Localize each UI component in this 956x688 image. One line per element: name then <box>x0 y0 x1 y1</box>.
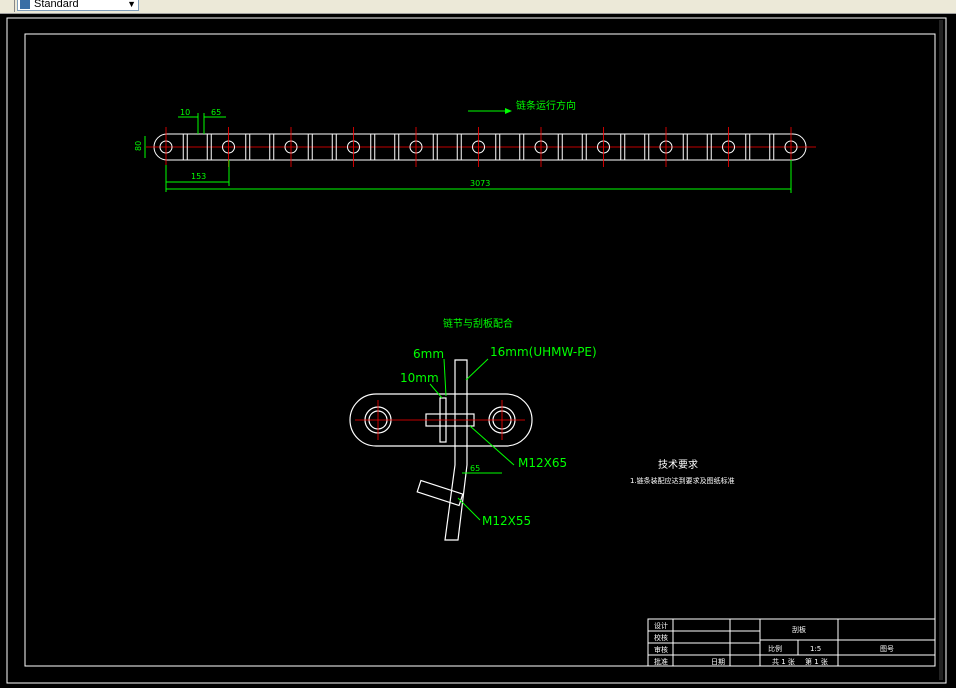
direction-arrow-head <box>505 108 512 114</box>
leader-16mm <box>465 358 489 381</box>
label-m12x65: M12X65 <box>518 456 567 470</box>
tb-code: 图号 <box>880 645 894 653</box>
assembly-title: 链节与刮板配合 <box>443 317 513 330</box>
tb-row-design: 设计 <box>654 621 668 630</box>
dim-153: 153 <box>191 172 206 181</box>
vertical-scrollbar[interactable] <box>939 20 943 680</box>
tb-date: 日期 <box>711 658 725 666</box>
text-style-icon <box>20 0 30 9</box>
label-m12x55: M12X55 <box>482 514 531 528</box>
tb-row-check: 校核 <box>654 633 668 642</box>
chevron-down-icon[interactable]: ▼ <box>127 0 136 9</box>
chain-link-outline <box>349 393 533 447</box>
outer-frame <box>6 17 947 684</box>
dim-3073: 3073 <box>470 179 490 188</box>
toolbar: Standard ▼ <box>0 0 956 14</box>
dim-65: 65 <box>211 108 221 117</box>
drawing-canvas[interactable]: 链条运行方向 10 65 80 153 3073 链节与刮板配合 <box>0 14 956 688</box>
tb-sheet-no: 第 1 张 <box>805 657 828 666</box>
assembly-view <box>349 359 533 541</box>
tb-scale-value: 1:5 <box>810 645 821 653</box>
tb-sheets-total: 共 1 张 <box>772 657 795 666</box>
label-6mm: 6mm <box>413 347 444 361</box>
toolbar-button[interactable] <box>0 0 15 12</box>
tb-scale-label: 比例 <box>768 644 782 653</box>
tb-row-approve: 批准 <box>654 657 668 666</box>
leader-10mm <box>429 383 443 399</box>
text-style-combo[interactable]: Standard ▼ <box>17 0 139 11</box>
label-65-assy: 65 <box>470 464 480 473</box>
label-10mm: 10mm <box>400 371 439 385</box>
label-16mm: 16mm(UHMW-PE) <box>490 345 597 359</box>
scraper-plate <box>444 359 468 541</box>
tech-title: 技术要求 <box>658 458 698 471</box>
inner-frame <box>24 33 936 667</box>
title-block <box>647 618 936 667</box>
dim-80: 80 <box>134 141 143 151</box>
dim-10: 10 <box>180 108 190 117</box>
top-dimensions <box>144 113 792 193</box>
cad-drawing: 链条运行方向 10 65 80 153 3073 链节与刮板配合 <box>6 17 947 684</box>
tb-name: 刮板 <box>792 625 806 634</box>
leader-6mm <box>443 358 447 397</box>
text-style-value: Standard <box>34 0 79 10</box>
chain-direction-label: 链条运行方向 <box>516 99 576 112</box>
tech-note: 1.链条装配应达到要求及图纸标准 <box>630 476 735 485</box>
chain-top-view <box>146 127 816 167</box>
bolt-m12x55 <box>416 479 464 507</box>
leader-m12x65 <box>469 425 515 466</box>
leader-m12x55 <box>457 497 481 521</box>
tb-row-review: 审核 <box>654 645 668 654</box>
assembly-leaders <box>429 358 515 521</box>
assembly-centerlines <box>355 400 525 440</box>
